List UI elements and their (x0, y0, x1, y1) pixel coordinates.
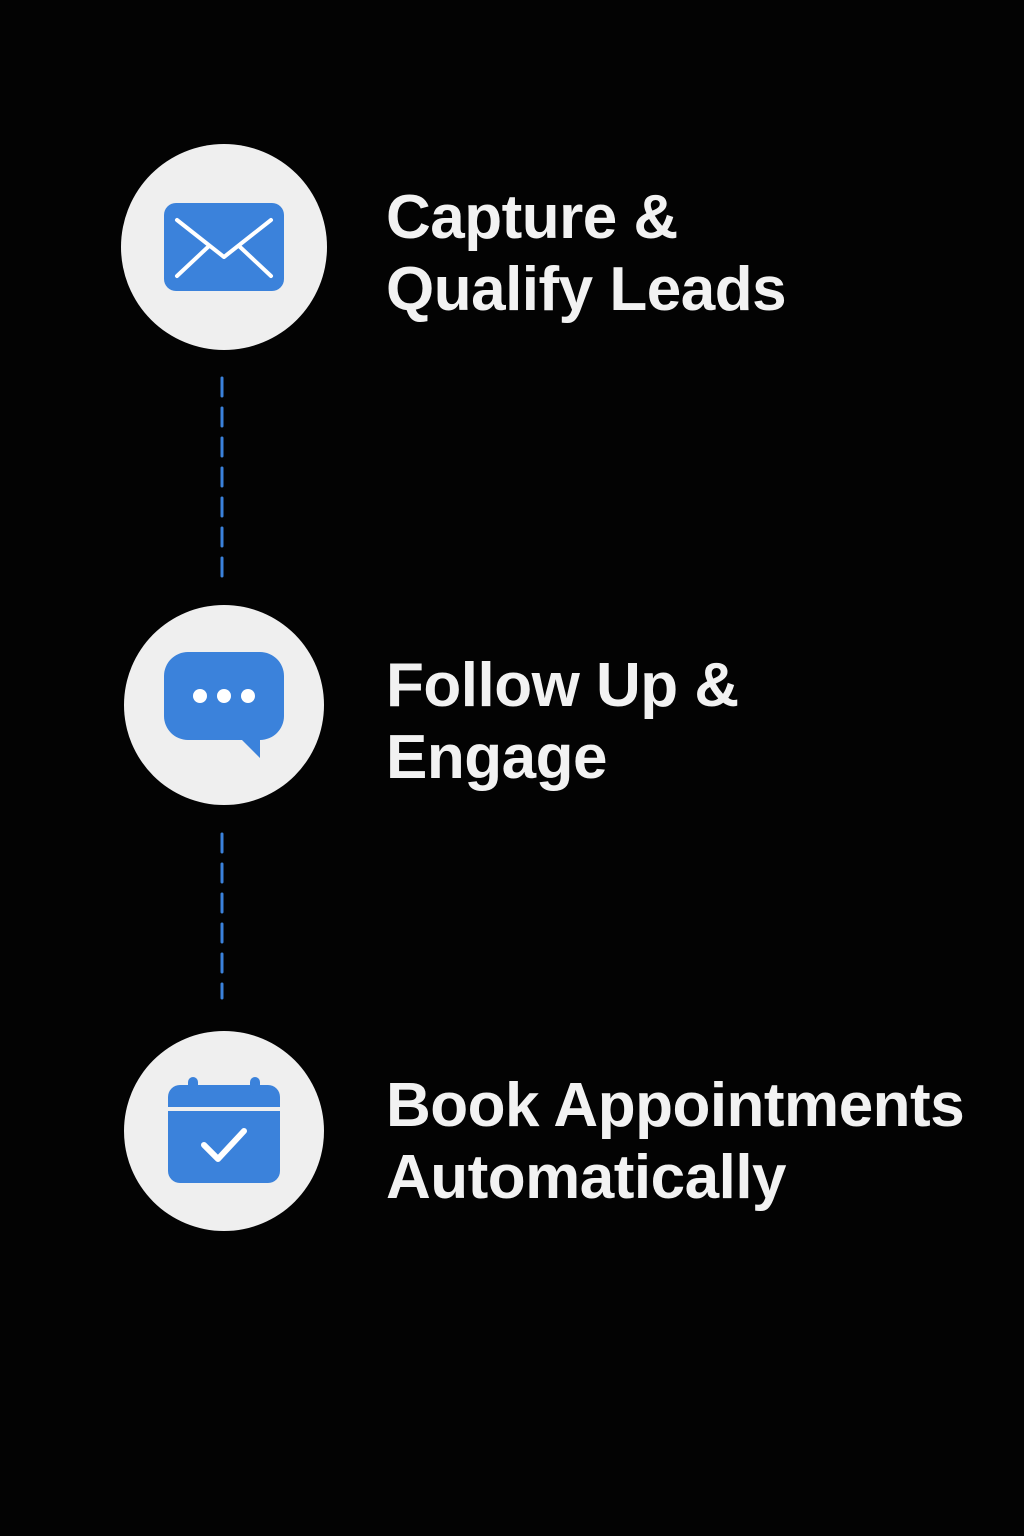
step-3-label-line1: Book Appointments (386, 1071, 965, 1140)
step-1-label-line1: Capture & (386, 183, 678, 252)
step-2-label-line1: Follow Up & (386, 651, 739, 720)
step-1-circle (121, 144, 327, 350)
step-1-label: Capture & Qualify Leads (386, 182, 1006, 326)
step-1-label-line2: Qualify Leads (386, 255, 787, 324)
calendar-check-icon (168, 1077, 280, 1183)
step-3-label: Book Appointments Automatically (386, 1070, 1006, 1214)
step-3-circle (124, 1031, 324, 1231)
step-2-label-line2: Engage (386, 723, 607, 792)
envelope-icon (164, 203, 284, 291)
dashed-connector (220, 376, 224, 580)
dashed-connector (220, 832, 224, 1000)
chat-bubble-icon (164, 652, 284, 758)
step-2-label: Follow Up & Engage (386, 650, 1006, 794)
step-2-circle (124, 605, 324, 805)
step-3-label-line2: Automatically (386, 1143, 787, 1212)
